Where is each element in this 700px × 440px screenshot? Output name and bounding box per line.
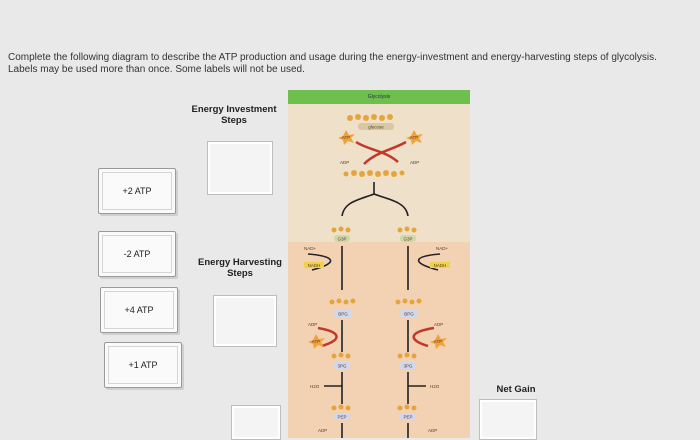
diagram-header: Glycolysis <box>288 90 470 104</box>
harvest-atp-right <box>430 334 447 349</box>
pathway-drawing: glucose ATP ATP ADP ADP G3P <box>304 114 450 438</box>
svg-text:NADH: NADH <box>434 263 447 268</box>
svg-text:3PG: 3PG <box>403 364 413 369</box>
investment-arrow-2 <box>363 140 407 165</box>
harvest-atp-left <box>308 334 325 349</box>
svg-text:ADP: ADP <box>428 428 437 433</box>
glucose-molecule: glucose <box>347 114 394 130</box>
g3p-left: G3P <box>331 226 351 242</box>
atp-star-left: ATP <box>338 130 355 145</box>
energy-harvesting-title: Energy Harvesting Steps <box>198 257 282 279</box>
svg-text:NAD+: NAD+ <box>304 246 317 251</box>
svg-text:H2O: H2O <box>310 384 320 389</box>
label-text: +2 ATP <box>122 186 152 196</box>
svg-text:PEP: PEP <box>403 415 412 420</box>
g3p-right: G3P <box>397 226 417 242</box>
bpg-left: BPG <box>329 298 356 317</box>
bpg-right: BPG <box>395 298 422 317</box>
svg-text:ADP: ADP <box>318 428 327 433</box>
label-plus-4-atp[interactable]: +4 ATP <box>100 287 178 333</box>
split-arrow <box>341 182 409 217</box>
investment-arrow-1 <box>355 140 399 163</box>
svg-text:NADH: NADH <box>308 263 321 268</box>
pep-left: PEP <box>331 404 351 420</box>
instructions-text: Complete the following diagram to descri… <box>8 52 657 75</box>
svg-text:ADP: ADP <box>340 160 349 165</box>
svg-text:BPG: BPG <box>338 312 348 317</box>
net-gain-drop-target[interactable] <box>479 399 537 440</box>
glucose-label: glucose <box>368 125 384 130</box>
label-minus-2-atp[interactable]: -2 ATP <box>98 231 176 277</box>
svg-text:BPG: BPG <box>404 312 414 317</box>
svg-text:ADP: ADP <box>410 160 419 165</box>
label-text: +1 ATP <box>128 360 158 370</box>
net-gain-title: Net Gain <box>496 384 536 395</box>
svg-text:NAD+: NAD+ <box>436 246 449 251</box>
svg-text:ADP: ADP <box>308 322 317 327</box>
svg-text:ADP: ADP <box>434 322 443 327</box>
label-plus-2-atp[interactable]: +2 ATP <box>98 168 176 214</box>
svg-text:ATP: ATP <box>312 339 320 344</box>
harvesting-drop-target[interactable] <box>213 295 277 347</box>
svg-text:G3P: G3P <box>403 237 412 242</box>
atp-star-right: ATP <box>406 130 423 145</box>
harvesting-drop-target-2[interactable] <box>231 405 281 440</box>
svg-text:ATP: ATP <box>410 135 418 140</box>
three-pg-left: 3PG <box>331 352 351 369</box>
glycolysis-diagram: Glycolysis glucose ATP ATP ADP ADP <box>288 90 470 438</box>
svg-text:ATP: ATP <box>342 135 350 140</box>
label-text: -2 ATP <box>123 249 151 259</box>
investment-drop-target[interactable] <box>207 141 273 195</box>
harvest-arrow-right <box>412 326 435 348</box>
svg-text:PEP: PEP <box>337 415 346 420</box>
svg-text:3PG: 3PG <box>337 364 347 369</box>
label-plus-1-atp[interactable]: +1 ATP <box>104 342 182 388</box>
label-text: +4 ATP <box>124 305 154 315</box>
energy-investment-title: Energy Investment Steps <box>191 104 277 126</box>
svg-text:H2O: H2O <box>430 384 440 389</box>
harvest-arrow-left <box>317 326 338 348</box>
fructose-bisphosphate <box>343 170 405 177</box>
svg-text:G3P: G3P <box>337 237 346 242</box>
three-pg-right: 3PG <box>397 352 417 369</box>
pep-right: PEP <box>397 404 417 420</box>
svg-text:ATP: ATP <box>434 339 442 344</box>
